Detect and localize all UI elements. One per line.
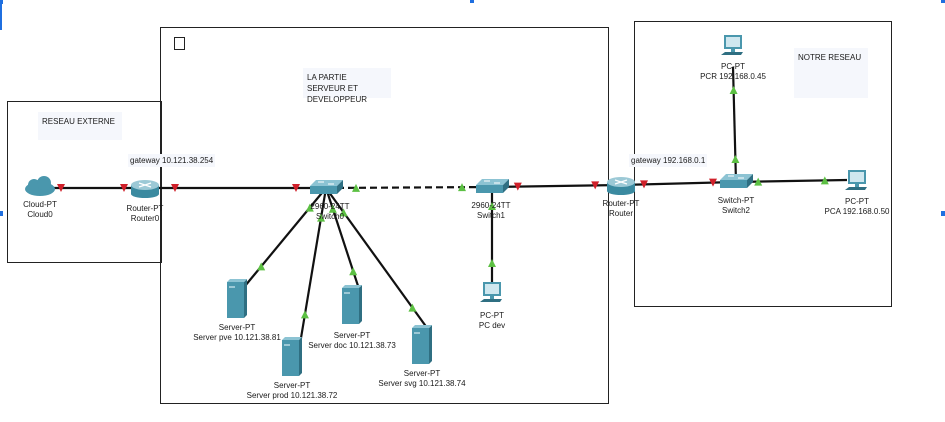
area-checkbox[interactable]	[174, 37, 185, 50]
pc-icon	[480, 282, 502, 302]
device-pca[interactable]	[845, 170, 867, 190]
link-status-up-marker	[488, 259, 496, 267]
selection-handle-top[interactable]	[470, 0, 474, 3]
link-switch0-switch1[interactable]	[325, 185, 493, 190]
selection-handle-right[interactable]	[941, 0, 945, 3]
router-icon	[131, 180, 159, 198]
link-status-up-marker	[351, 183, 360, 192]
label-pcdev: PC-PT PC dev	[478, 311, 506, 330]
device-srv_svg[interactable]	[412, 325, 432, 364]
note-server-dev[interactable]: LA PARTIE SERVEUR ET DEVELOPPEUR	[303, 68, 391, 104]
link-status-down-marker	[640, 180, 648, 189]
link-status-down-marker	[591, 181, 600, 190]
link-router-switch2[interactable]	[620, 180, 737, 187]
switch-icon	[476, 179, 509, 193]
link-status-up-marker	[317, 213, 326, 222]
device-pcdev[interactable]	[480, 282, 502, 302]
device-switch2[interactable]	[720, 174, 753, 188]
device-srv_prod[interactable]	[282, 337, 302, 376]
link-status-up-marker	[488, 202, 496, 210]
link-status-up-marker	[339, 208, 348, 217]
pc-icon	[845, 170, 867, 190]
server-icon	[342, 285, 362, 324]
label-router: Router-PT Router	[602, 199, 640, 218]
link-status-down-marker	[292, 184, 300, 192]
label-pca: PC-PT PCA 192.168.0.50	[824, 197, 890, 216]
switch-icon	[720, 174, 753, 188]
link-status-up-marker	[731, 155, 740, 163]
label-server-svg: Server-PT Server svg 10.121.38.74	[378, 369, 466, 388]
link-status-up-marker	[328, 204, 337, 213]
link-status-up-marker	[729, 86, 738, 94]
link-status-up-marker	[257, 262, 266, 271]
device-switch1[interactable]	[476, 179, 509, 193]
server-icon	[412, 325, 432, 364]
device-cloud0[interactable]	[25, 176, 55, 196]
switch-icon	[310, 180, 343, 194]
link-status-up-marker	[300, 310, 309, 319]
link-status-up-marker	[458, 183, 467, 192]
link-status-down-marker	[513, 182, 522, 191]
device-router[interactable]	[607, 177, 635, 195]
label-server-prod: Server-PT Server prod 10.121.38.72	[246, 381, 338, 400]
server-icon	[227, 279, 247, 318]
gateway-label-router0[interactable]: gateway 10.121.38.254	[128, 154, 216, 167]
note-external-network[interactable]: RESEAU EXTERNE	[38, 112, 122, 140]
selection-handle-mid-right[interactable]	[941, 211, 945, 216]
link-status-up-marker	[305, 203, 314, 212]
router-icon	[607, 177, 635, 195]
link-status-up-marker	[820, 176, 829, 185]
selection-handle-mid-left[interactable]	[0, 211, 3, 216]
label-server-doc: Server-PT Server doc 10.121.38.73	[308, 331, 396, 350]
label-server-pve: Server-PT Server pve 10.121.38.81	[193, 323, 281, 342]
link-status-up-marker	[754, 177, 763, 186]
device-srv_pve[interactable]	[227, 279, 247, 318]
note-text: RESEAU EXTERNE	[42, 117, 115, 126]
note-text: NOTRE RESEAU	[798, 53, 862, 62]
link-status-up-marker	[349, 267, 358, 276]
selection-edge-left[interactable]	[0, 0, 2, 30]
pc-icon	[721, 35, 743, 55]
note-text-line-1: LA PARTIE SERVEUR ET	[307, 73, 358, 93]
link-status-up-marker	[408, 303, 417, 312]
cloud-icon	[25, 176, 55, 196]
link-status-down-marker	[120, 184, 128, 192]
device-router0[interactable]	[131, 180, 159, 198]
note-text-line-2: DEVELOPPEUR	[307, 95, 368, 104]
label-pcr: PC-PT PCR 192.168.0.45	[700, 62, 766, 81]
link-switch2-pca[interactable]	[735, 178, 848, 184]
area-server-dev[interactable]	[160, 27, 609, 404]
device-switch0[interactable]	[310, 180, 343, 194]
link-status-down-marker	[709, 178, 717, 187]
note-our-network[interactable]: NOTRE RESEAU	[794, 48, 868, 98]
label-cloud0: Cloud-PT Cloud0	[23, 200, 57, 219]
gateway-label-router[interactable]: gateway 192.168.0.1	[629, 154, 708, 167]
link-status-down-marker	[171, 184, 179, 192]
link-status-down-marker	[57, 184, 65, 192]
label-router0: Router-PT Router0	[126, 204, 164, 223]
area-external-network[interactable]	[7, 101, 162, 263]
label-switch0: 2960-24TT Switch0	[310, 202, 350, 221]
server-icon	[282, 337, 302, 376]
link-switch1-router[interactable]	[491, 183, 622, 189]
link-switch2-pcr[interactable]	[731, 66, 738, 183]
device-srv_doc[interactable]	[342, 285, 362, 324]
label-switch1: 2960-24TT Switch1	[471, 201, 511, 220]
label-switch2: Switch-PT Switch2	[717, 196, 755, 215]
device-pcr[interactable]	[721, 35, 743, 55]
